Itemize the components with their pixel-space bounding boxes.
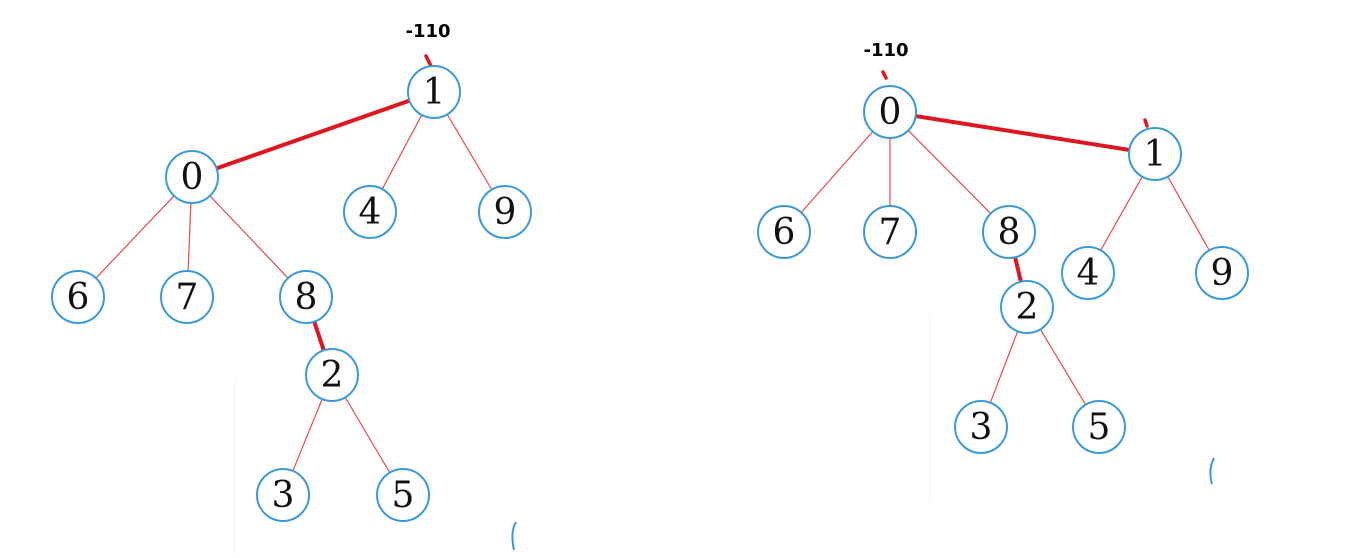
node-label: 1: [1144, 134, 1167, 175]
node-label: 7: [176, 277, 199, 318]
right-edge-2-5: [1039, 328, 1087, 406]
left-node-6: 6: [51, 270, 105, 324]
node-circle: [954, 400, 1008, 454]
right-edge-0-1: [913, 114, 1132, 152]
node-label: 0: [181, 157, 204, 198]
node-circle: [256, 468, 310, 522]
node-circle: [1000, 280, 1054, 334]
left-edge-2-5: [344, 397, 391, 473]
right-node-6: 6: [757, 205, 811, 259]
left-node-7: 7: [160, 270, 214, 324]
partial-node-fragment: [511, 521, 517, 551]
right-node-5: 5: [1072, 400, 1126, 454]
node-label: 2: [321, 355, 344, 396]
right-root-stub: [881, 70, 888, 80]
right-nodes: 0 1 6 7 8 4 9 2 3 5: [757, 85, 1249, 454]
left-edge-0-6: [95, 195, 175, 279]
right-node-9: 9: [1195, 246, 1249, 300]
right-edge-8-2: [1013, 255, 1023, 284]
partial-node-fragment: [1209, 457, 1215, 485]
node-circle: [343, 185, 397, 239]
node-circle: [305, 348, 359, 402]
node-circle: [1072, 400, 1126, 454]
node-circle: [1195, 246, 1249, 300]
node-label: 5: [392, 475, 415, 516]
node-circle: [279, 270, 333, 324]
left-root-stub: [424, 54, 433, 68]
node-label: 4: [359, 192, 382, 233]
right-edge-1-9: [1167, 176, 1210, 251]
node-circle: [376, 468, 430, 522]
right-node-0: 0: [863, 85, 917, 139]
left-tree-panel: -110 1 0 4 9 6 7 82 3 5: [51, 21, 532, 551]
node-circle: [165, 150, 219, 204]
node-circle: [1061, 246, 1115, 300]
node-label: 7: [879, 212, 902, 253]
left-node-1: 1: [407, 65, 461, 119]
left-node-4: 4: [343, 185, 397, 239]
node-circle: [982, 205, 1036, 259]
left-root-value-label: -110: [405, 21, 450, 42]
left-node-0: 0: [165, 150, 219, 204]
right-edge-0-8: [907, 130, 992, 214]
node-label: 6: [67, 277, 90, 318]
left-edge-0-7: [187, 202, 192, 272]
node-label: 1: [423, 72, 446, 113]
left-node-8: 8: [279, 270, 333, 324]
left-node-5: 5: [376, 468, 430, 522]
right-node1-stub: [1143, 118, 1149, 128]
left-node-3: 3: [256, 468, 310, 522]
node-circle: [863, 205, 917, 259]
right-node-4: 4: [1061, 246, 1115, 300]
node-label: 3: [272, 475, 295, 516]
left-edge-1-4: [381, 114, 423, 190]
right-edge-0-6: [800, 131, 874, 213]
node-circle: [478, 185, 532, 239]
node-label: 2: [1016, 287, 1039, 328]
left-edge-8-2: [312, 319, 326, 353]
node-label: 5: [1088, 407, 1111, 448]
node-label: 8: [998, 212, 1021, 253]
node-label: 6: [773, 212, 796, 253]
right-node-1: 1: [1128, 127, 1182, 181]
right-node-3: 3: [954, 400, 1008, 454]
left-edge-0-8: [209, 195, 289, 279]
left-node-9: 9: [478, 185, 532, 239]
node-circle: [407, 65, 461, 119]
right-tree-panel: -110 0 1 6 7 8 4 9 2 3 5: [757, 40, 1249, 485]
node-label: 8: [295, 277, 318, 318]
node-circle: [1128, 127, 1182, 181]
left-edge-2-3: [292, 398, 323, 472]
right-root-value-label: -110: [863, 40, 908, 61]
right-edges: [800, 114, 1210, 406]
left-edge-1-9: [446, 114, 493, 190]
node-circle: [160, 270, 214, 324]
right-node-2: 2: [1000, 280, 1054, 334]
node-circle: [863, 85, 917, 139]
left-edge-1-0: [214, 98, 412, 171]
node-label: 9: [1211, 253, 1234, 294]
node-label: 4: [1077, 253, 1100, 294]
left-edges: [95, 98, 493, 473]
left-nodes: 1 0 4 9 6 7 82 3 5: [51, 65, 532, 522]
left-node-2: 2: [305, 348, 359, 402]
right-edge-1-4: [1100, 176, 1143, 251]
node-circle: [51, 270, 105, 324]
node-label: 9: [494, 192, 517, 233]
node-label: 3: [970, 407, 993, 448]
node-label: 0: [879, 92, 902, 133]
node-circle: [757, 205, 811, 259]
right-node-8: 8: [982, 205, 1036, 259]
right-edge-2-3: [989, 331, 1019, 403]
right-node-7: 7: [863, 205, 917, 259]
